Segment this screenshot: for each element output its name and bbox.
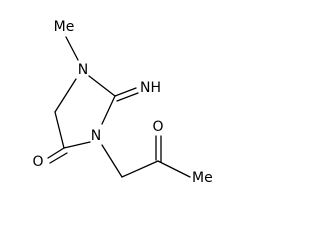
atom-n3: N <box>91 128 101 144</box>
bond-c2-imine-a <box>114 87 137 97</box>
bond-ch2-carbonyl <box>121 160 159 178</box>
atom-oxo-ketone: O <box>152 119 163 135</box>
bond-n1-c2 <box>88 75 116 97</box>
bond-c4-oxo-a <box>47 147 65 159</box>
bond-n1-c5 <box>54 78 77 113</box>
atom-methyl-ketone: Me <box>192 170 213 186</box>
bond-c4-n3 <box>63 141 91 149</box>
bond-n3-ch2 <box>101 144 123 178</box>
molecule-structure: Me N NH N O O Me <box>32 19 212 186</box>
bond-carbonyl-methyl <box>157 160 191 178</box>
bonds <box>47 36 191 178</box>
atom-methyl-n: Me <box>54 19 75 35</box>
bond-c2-imine-b <box>116 92 139 102</box>
atom-n1: N <box>78 62 88 78</box>
bond-c2-n3 <box>101 95 116 125</box>
atom-labels: Me N NH N O O Me <box>32 19 212 186</box>
atom-oxo-ring: O <box>32 154 43 170</box>
bond-c5-c4 <box>54 111 65 149</box>
atom-imine: NH <box>140 80 161 96</box>
bond-c4-oxo-b <box>49 152 68 164</box>
bond-methyl-n1 <box>65 36 79 61</box>
